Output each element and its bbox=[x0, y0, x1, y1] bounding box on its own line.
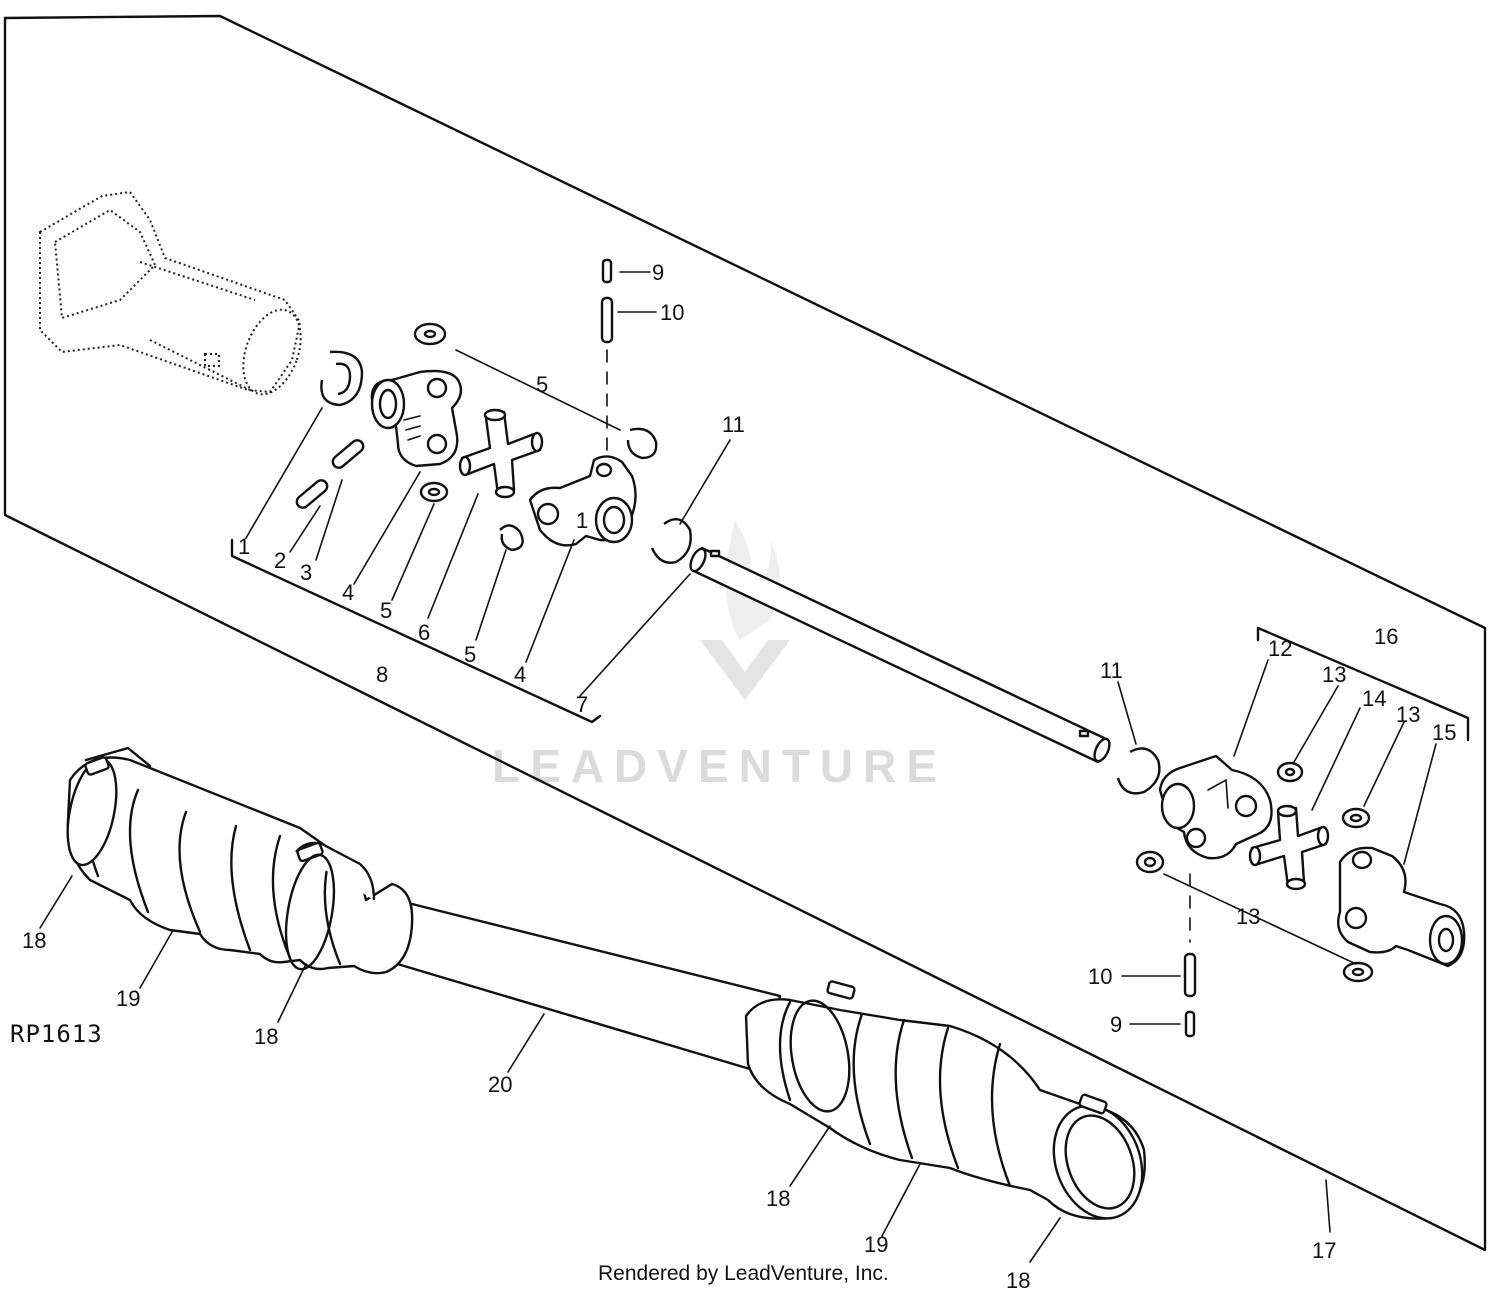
leader-lines bbox=[39, 271, 1437, 1263]
clamp-18-left-outer bbox=[84, 746, 152, 776]
pin-10-top bbox=[600, 296, 614, 344]
callout-3: 3 bbox=[300, 560, 312, 585]
clamp-18-left-inner bbox=[284, 841, 376, 971]
callout-19-left: 19 bbox=[116, 986, 140, 1011]
roll-pin-2 bbox=[295, 479, 329, 509]
callout-13-b: 13 bbox=[1396, 702, 1420, 727]
callout-5-lower: 5 bbox=[464, 642, 476, 667]
callout-20: 20 bbox=[488, 1072, 512, 1097]
yoke-4-right bbox=[528, 455, 637, 547]
callout-2: 2 bbox=[274, 548, 286, 573]
yoke-15 bbox=[1337, 846, 1466, 968]
transmission-housing-outline bbox=[39, 190, 302, 396]
callout-9-top: 9 bbox=[652, 260, 664, 285]
callout-10-top: 10 bbox=[660, 300, 684, 325]
yoke-4-left bbox=[370, 369, 463, 468]
callout-18-b: 18 bbox=[254, 1024, 278, 1049]
clamp-18-right-outer bbox=[1078, 1093, 1108, 1115]
callout-1: 1 bbox=[238, 534, 250, 559]
bracket-8 bbox=[230, 538, 602, 724]
callout-11-upper: 11 bbox=[722, 412, 745, 437]
bellows-19-right bbox=[744, 998, 1146, 1220]
shield-tube-20 bbox=[382, 896, 782, 1074]
panel-outline bbox=[3, 14, 1487, 1252]
callout-8: 8 bbox=[376, 662, 388, 687]
callout-17: 17 bbox=[1312, 1238, 1336, 1263]
callout-18-a: 18 bbox=[22, 928, 46, 953]
watermark-text: LEADVENTURE bbox=[492, 740, 947, 792]
callout-5-top: 5 bbox=[536, 372, 548, 397]
callout-13-a: 13 bbox=[1322, 662, 1346, 687]
callout-5-left: 5 bbox=[380, 598, 392, 623]
callout-labels: 1 2 3 4 5 5 6 5 4 1 7 8 9 10 11 11 12 13… bbox=[22, 260, 1456, 1293]
callout-18-c: 18 bbox=[766, 1186, 790, 1211]
pin-10-bottom bbox=[1183, 952, 1197, 998]
callout-12: 12 bbox=[1268, 636, 1292, 661]
callout-1-yoke: 1 bbox=[576, 508, 588, 533]
snap-ring-5-right bbox=[626, 427, 658, 460]
callout-9-bottom: 9 bbox=[1110, 1012, 1122, 1037]
callout-16: 16 bbox=[1374, 624, 1398, 649]
pin-9-bottom bbox=[1184, 1010, 1196, 1038]
pin-9-top bbox=[601, 258, 613, 284]
callout-11-lower: 11 bbox=[1100, 658, 1123, 683]
callout-15: 15 bbox=[1432, 720, 1456, 745]
callout-10-bottom: 10 bbox=[1088, 964, 1112, 989]
cross-bearing-14 bbox=[1248, 804, 1330, 891]
diagram-code: RP1613 bbox=[10, 1020, 103, 1048]
snap-ring-5-lower bbox=[499, 524, 524, 552]
snap-ring-11-lower bbox=[1116, 747, 1161, 795]
snap-ring-11-upper bbox=[650, 518, 692, 564]
bracket-16 bbox=[1256, 626, 1470, 742]
roll-pin-3 bbox=[331, 439, 365, 469]
leadventure-watermark: LEADVENTURE bbox=[492, 520, 947, 792]
snap-ring-1 bbox=[320, 350, 364, 407]
callout-4-right: 4 bbox=[514, 662, 526, 687]
callout-19-right: 19 bbox=[864, 1232, 888, 1257]
callout-4-left: 4 bbox=[342, 580, 354, 605]
callout-6: 6 bbox=[418, 620, 430, 645]
cross-bearing-6 bbox=[458, 408, 544, 499]
bellows-19-left bbox=[66, 756, 414, 975]
callout-7: 7 bbox=[576, 692, 588, 717]
callout-13-c: 13 bbox=[1236, 904, 1260, 929]
yoke-12 bbox=[1158, 754, 1273, 860]
shaft-7 bbox=[689, 546, 1111, 764]
callout-14: 14 bbox=[1362, 686, 1386, 711]
callout-18-d: 18 bbox=[1006, 1268, 1030, 1293]
clamp-18-right-inner bbox=[789, 980, 856, 1113]
footer-credit: Rendered by LeadVenture, Inc. bbox=[598, 1262, 889, 1285]
